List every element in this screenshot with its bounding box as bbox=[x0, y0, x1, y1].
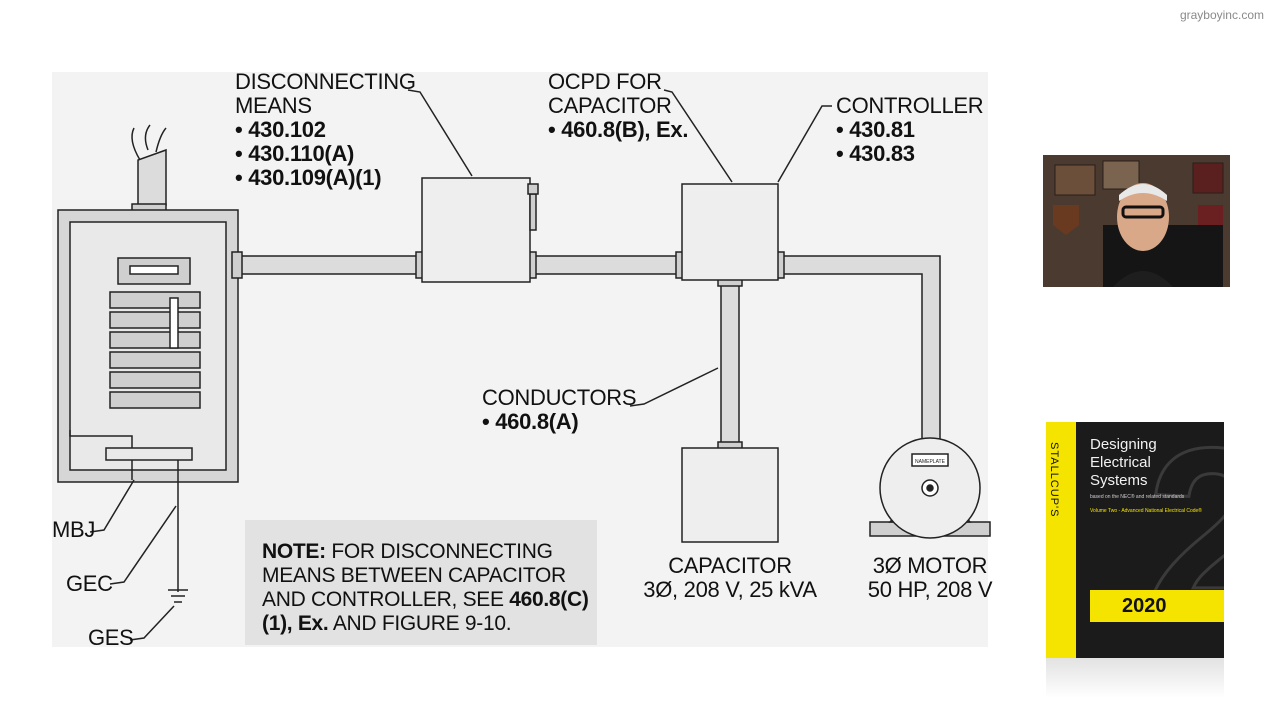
book-cover: 2 STALLCUP'S Designing Electrical System… bbox=[1046, 422, 1224, 658]
capacitor-label: CAPACITOR 3Ø, 208 V, 25 kVA bbox=[643, 553, 817, 602]
book-spine-text: STALLCUP'S bbox=[1048, 442, 1060, 518]
ges-label: GES bbox=[88, 625, 134, 650]
leader-lines bbox=[89, 89, 832, 641]
conductors-label: CONDUCTORS • 460.8(A) bbox=[482, 385, 637, 434]
service-cable bbox=[131, 124, 167, 217]
book-volume: Volume Two - Advanced National Electrica… bbox=[1090, 508, 1202, 514]
capacitor-box bbox=[681, 447, 779, 543]
disconnect-box bbox=[421, 177, 539, 283]
note-text: NOTE: FOR DISCONNECTING MEANS BETWEEN CA… bbox=[262, 540, 589, 635]
note-box bbox=[245, 520, 597, 645]
book-reflection bbox=[1046, 658, 1224, 698]
controller-box bbox=[681, 183, 779, 281]
nameplate-text: NAMEPLATE bbox=[915, 459, 946, 465]
ground-symbol bbox=[168, 589, 188, 603]
mbj-label: MBJ bbox=[52, 517, 96, 542]
controller-label: CONTROLLER • 430.81 • 430.83 bbox=[836, 93, 984, 166]
motor-label: 3Ø MOTOR 50 HP, 208 V bbox=[867, 553, 993, 602]
book-subtitle: based on the NEC® and related standards bbox=[1090, 494, 1185, 500]
disconnect-label: DISCONNECTING MEANS • 430.102 • 430.110(… bbox=[235, 69, 416, 190]
presenter-image bbox=[1043, 155, 1230, 287]
panelboard bbox=[57, 209, 239, 592]
book-spine bbox=[1046, 422, 1076, 658]
book-title: Designing Electrical Systems bbox=[1090, 436, 1157, 489]
watermark: grayboyinc.com bbox=[1179, 8, 1264, 22]
gec-label: GEC bbox=[66, 571, 113, 596]
motor bbox=[869, 437, 991, 539]
webcam-video bbox=[1043, 155, 1230, 287]
ocpd-label: OCPD FOR CAPACITOR • 460.8(B), Ex. bbox=[548, 69, 689, 142]
book-year: 2020 bbox=[1090, 590, 1224, 622]
